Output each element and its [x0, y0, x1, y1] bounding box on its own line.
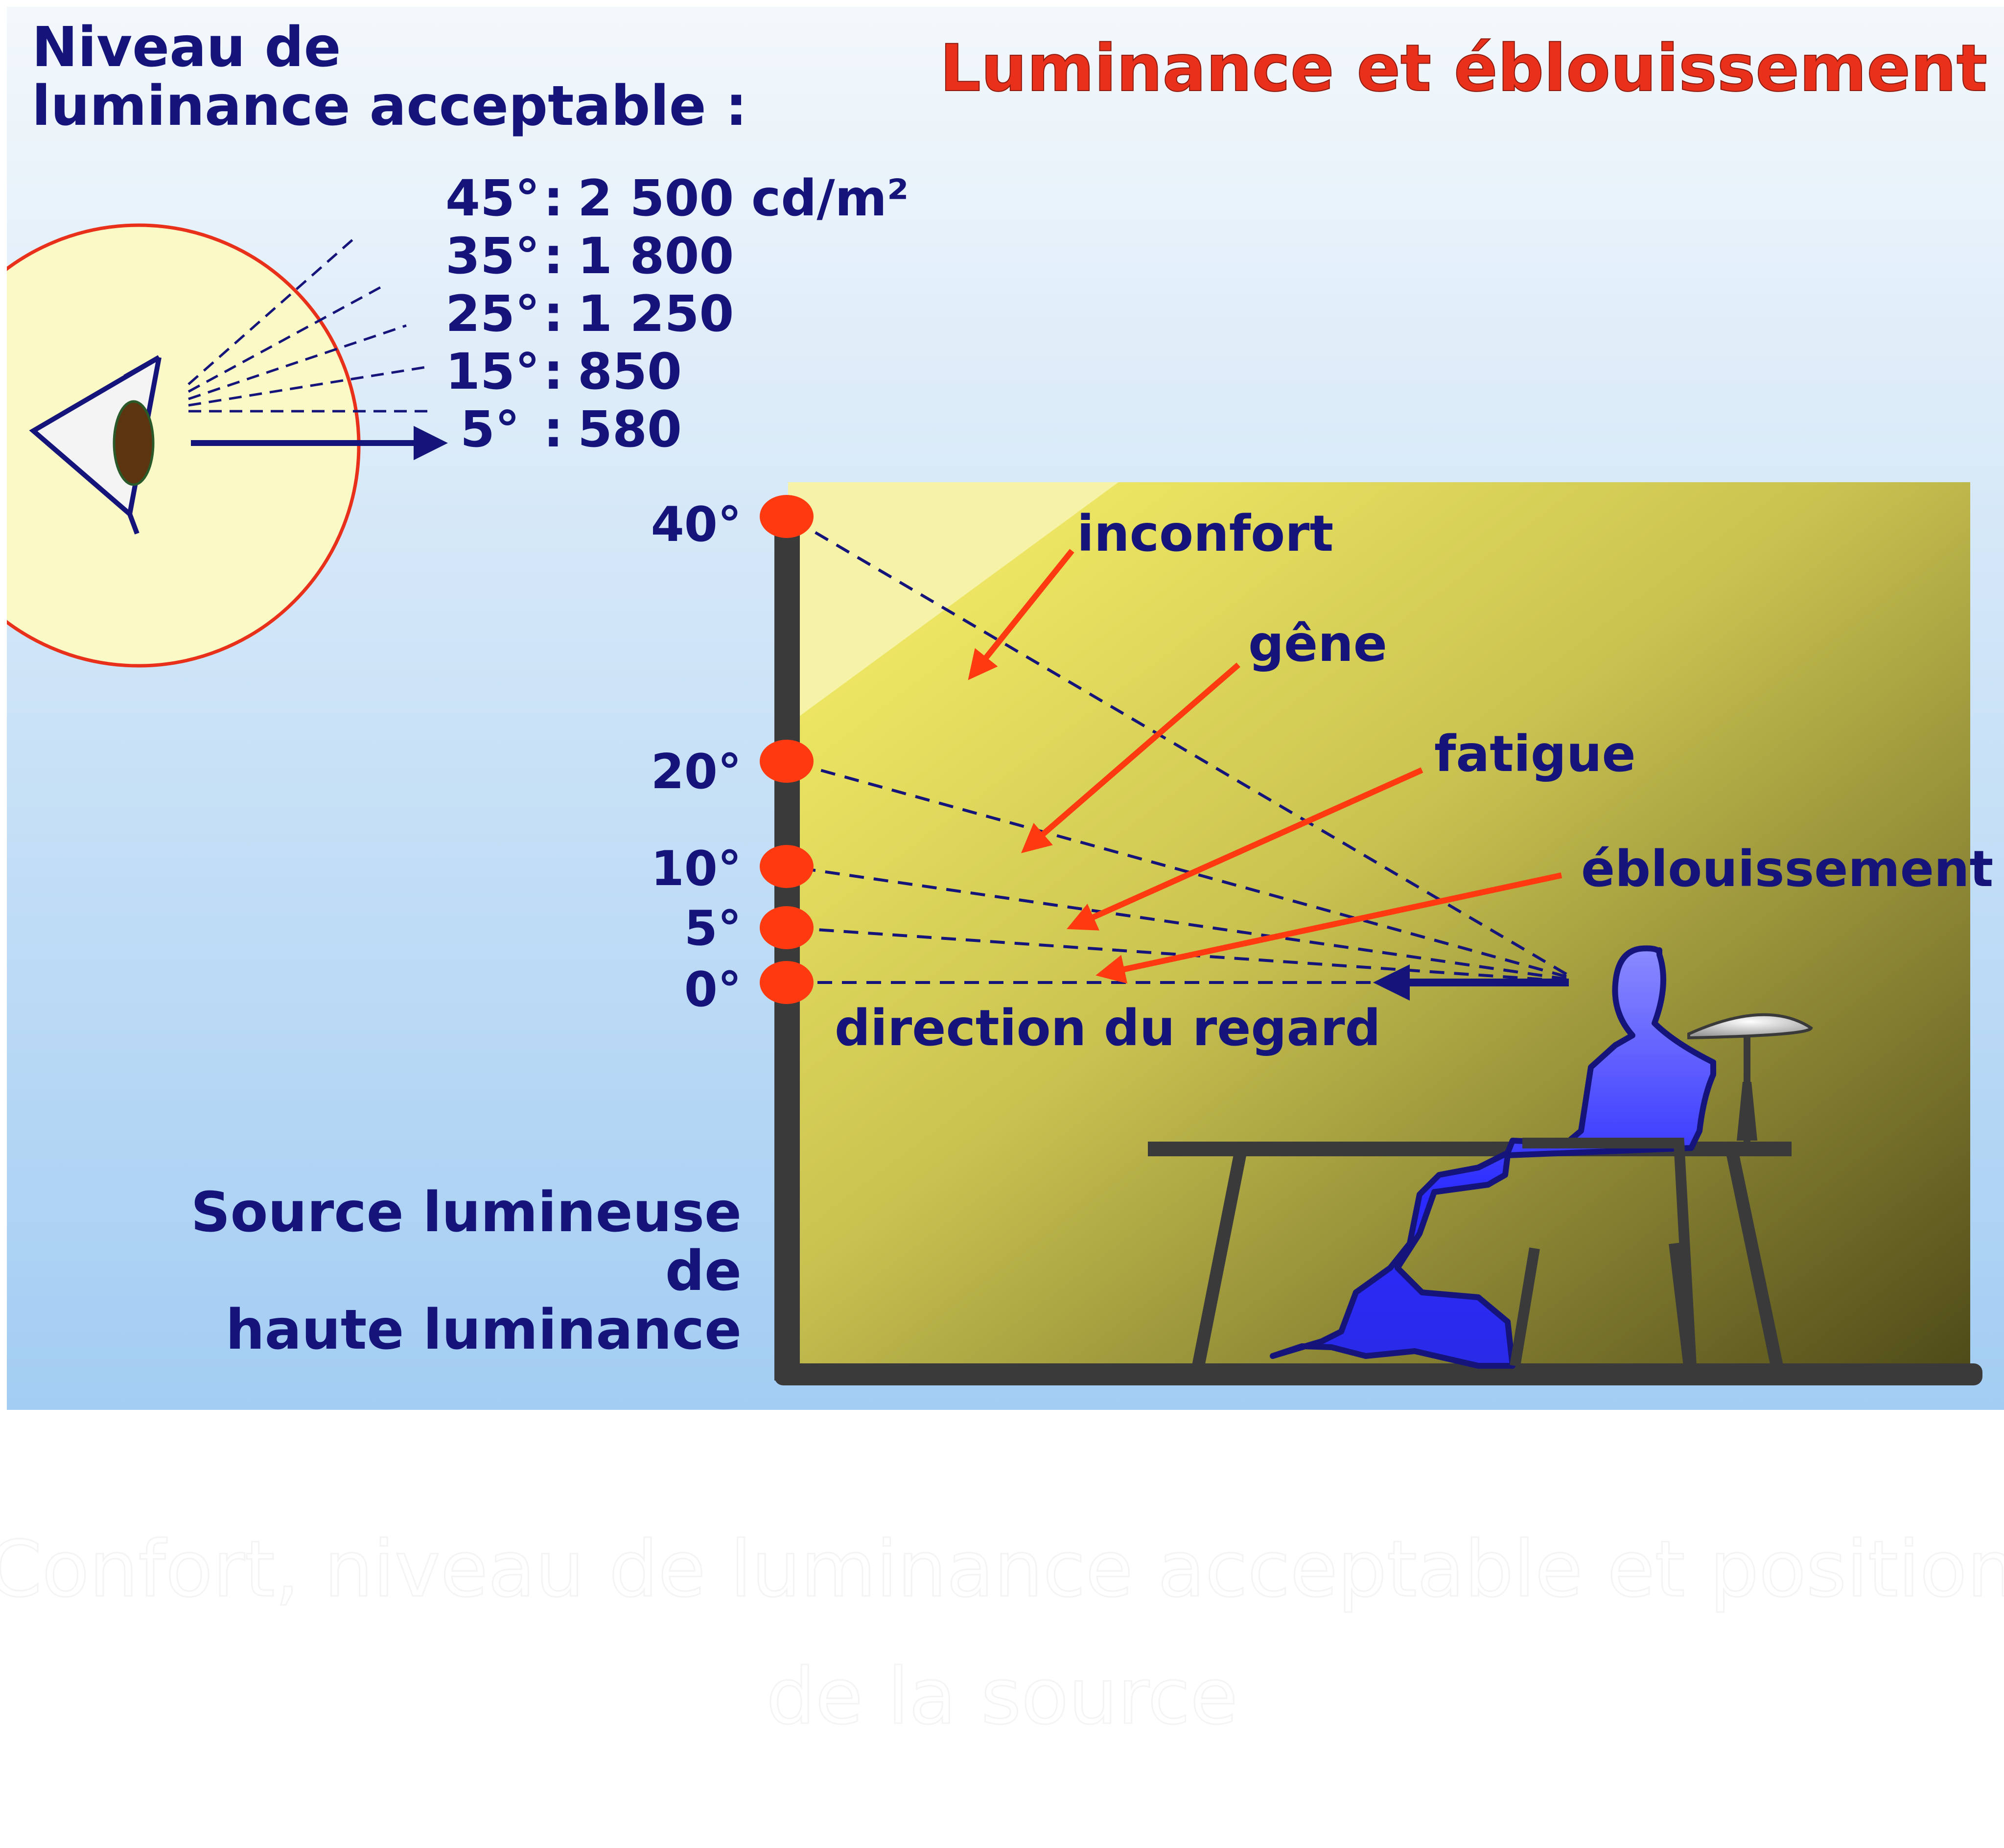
sight-lines	[787, 515, 1567, 984]
acceptable-header-line2: luminance acceptable :	[32, 74, 747, 138]
level-colon: :	[543, 169, 563, 228]
marker-5	[760, 906, 814, 949]
acceptable-header: Niveau de luminance acceptable :	[32, 16, 747, 138]
level-row: 5° : 580	[460, 400, 682, 459]
angle-label-0: 0°	[684, 962, 742, 1018]
seated-person-icon	[1270, 945, 1716, 1369]
level-value: 580	[578, 400, 682, 459]
source-label-line3: haute luminance	[226, 1298, 742, 1362]
marker-20	[760, 740, 814, 783]
caption-line2: de la source	[766, 1652, 1237, 1742]
level-value: 1 800	[578, 227, 734, 285]
arrow-eblouissement	[1095, 872, 1562, 984]
level-angle: 5°	[460, 400, 520, 459]
viewing-angle-lines	[187, 239, 431, 413]
angle-label-20: 20°	[651, 744, 742, 800]
level-value: 850	[578, 343, 682, 401]
level-value: 1 250	[578, 285, 734, 343]
floor-line	[774, 1363, 1982, 1385]
marker-10	[760, 845, 814, 888]
caption-line1: Confort, niveau de luminance acceptable …	[0, 1524, 2004, 1614]
level-angle: 15°	[445, 343, 540, 401]
level-colon: :	[543, 343, 563, 401]
arrow-inconfort	[968, 549, 1074, 680]
arrow-fatigue	[1067, 767, 1423, 931]
marker-0	[760, 961, 814, 1004]
source-label-line1: Source lumineuse	[191, 1181, 742, 1244]
level-value: 2 500 cd/m²	[578, 169, 909, 228]
level-colon: :	[543, 400, 563, 459]
marker-40	[760, 495, 814, 538]
acceptable-levels-list: 45° : 2 500 cd/m² 35° : 1 800 25° : 1 25…	[445, 169, 909, 459]
source-label: Source lumineuse de haute luminance	[191, 1181, 742, 1362]
zone-arrows	[968, 549, 1562, 984]
zone-label-gene: gêne	[1248, 615, 1387, 673]
eye-field-group	[0, 215, 448, 680]
title: Luminance et éblouissement	[940, 31, 1987, 106]
level-colon: :	[543, 285, 563, 343]
angle-label-40: 40°	[651, 497, 742, 553]
angle-label-10: 10°	[651, 841, 742, 897]
level-angle: 35°	[445, 227, 540, 285]
source-label-line2: de	[665, 1240, 742, 1303]
room-gaze-arrow-head	[1373, 964, 1410, 1001]
level-row: 35° : 1 800	[445, 227, 734, 285]
angle-label-5: 5°	[684, 901, 742, 957]
caption: Confort, niveau de luminance acceptable …	[0, 1524, 2004, 1743]
level-colon: :	[543, 227, 563, 285]
level-row: 15° : 850	[445, 343, 682, 401]
zone-label-fatigue: fatigue	[1434, 725, 1636, 783]
high-luminance-zone	[788, 482, 1119, 725]
zone-label-eblouissement: éblouissement	[1581, 840, 1993, 898]
eye-icon	[29, 355, 162, 535]
level-angle: 45°	[445, 169, 540, 228]
left-margin	[0, 215, 7, 680]
level-row: 25° : 1 250	[445, 285, 734, 343]
arrow-gene	[1021, 662, 1240, 853]
wall-markers	[760, 495, 814, 1004]
desk-lamp-icon	[1687, 1013, 1813, 1143]
acceptable-header-line1: Niveau de	[32, 16, 341, 79]
gaze-direction-label: direction du regard	[835, 999, 1381, 1057]
zone-label-inconfort: inconfort	[1077, 505, 1333, 563]
level-row: 45° : 2 500 cd/m²	[445, 169, 909, 228]
caption-background	[0, 1410, 2004, 1848]
level-angle: 25°	[445, 285, 540, 343]
wall-angle-labels: 40° 20° 10° 5° 0°	[651, 497, 742, 1018]
gaze-arrow-head	[414, 426, 448, 460]
room-scene	[760, 482, 1982, 1385]
